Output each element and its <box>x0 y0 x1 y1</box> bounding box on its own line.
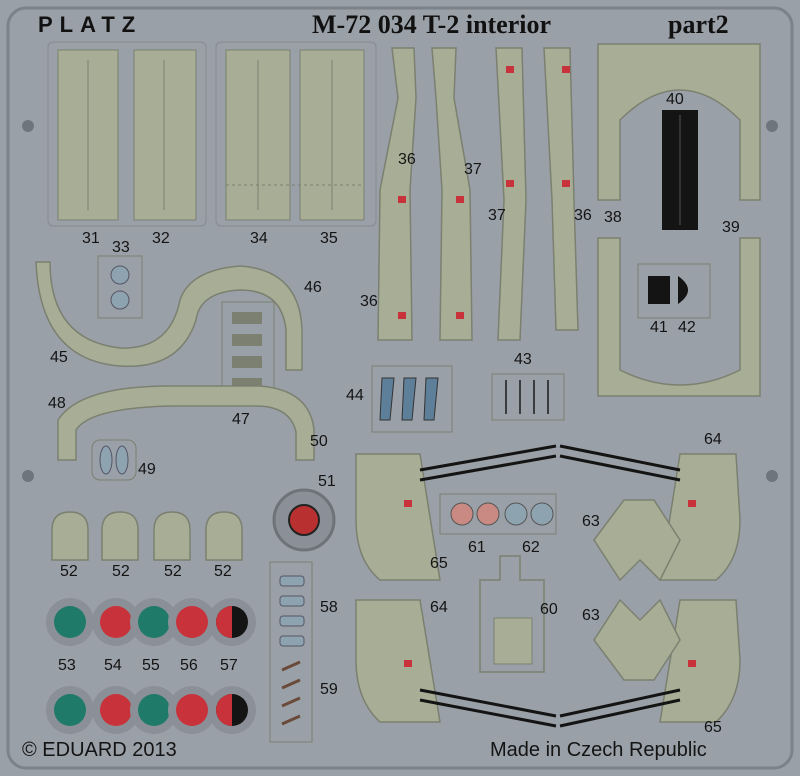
part-label: 42 <box>678 319 696 336</box>
part-label: 59 <box>320 681 338 698</box>
part-43 <box>491 373 565 421</box>
part-label: 50 <box>310 433 328 450</box>
seat-straps <box>419 444 681 728</box>
part-48-50 <box>57 385 315 461</box>
part-label: 63 <box>582 513 600 530</box>
part-31-32 <box>47 41 207 227</box>
part-label: 63 <box>582 607 600 624</box>
part-45-46 <box>35 261 303 371</box>
part-label: 51 <box>318 473 336 490</box>
part-label: 61 <box>468 539 486 556</box>
part-label: 46 <box>304 279 322 296</box>
part-label: 57 <box>220 657 238 674</box>
part-34-35 <box>215 41 377 227</box>
part-label: 64 <box>430 599 448 616</box>
part-label: 33 <box>112 239 130 256</box>
part-label: 52 <box>164 563 182 580</box>
part-label: 64 <box>704 431 722 448</box>
part-label: 65 <box>704 719 722 736</box>
part-label: 32 <box>152 230 170 247</box>
part-label: 47 <box>232 411 250 428</box>
part-41 <box>648 276 670 304</box>
part-label: 39 <box>722 219 740 236</box>
part-label: 49 <box>138 461 156 478</box>
part-36-37-consoles <box>377 47 579 341</box>
part-58-59 <box>269 561 313 743</box>
instrument-row-lower <box>46 686 256 734</box>
origin-text: Made in Czech Republic <box>490 739 707 761</box>
part-label: 52 <box>112 563 130 580</box>
seat-frames <box>355 453 741 723</box>
part-49 <box>91 439 137 481</box>
sheet-subtitle: part2 <box>668 10 729 39</box>
part-label: 65 <box>430 555 448 572</box>
part-label: 52 <box>214 563 232 580</box>
part-label: 62 <box>522 539 540 556</box>
part-label: 37 <box>488 207 506 224</box>
mount-hole <box>22 120 34 132</box>
fret-frame <box>6 6 794 770</box>
console-red-details <box>398 66 570 319</box>
part-63-upper <box>593 499 681 582</box>
part-42 <box>678 276 688 304</box>
part-label: 58 <box>320 599 338 616</box>
part-label: 48 <box>48 395 66 412</box>
mount-hole <box>766 470 778 482</box>
part-52-set <box>51 511 243 561</box>
part-label: 40 <box>666 91 684 108</box>
part-39 <box>597 237 761 397</box>
part-label: 54 <box>104 657 122 674</box>
copyright: © EDUARD 2013 <box>22 739 177 761</box>
part-label: 53 <box>58 657 76 674</box>
part-38 <box>597 43 761 201</box>
part-label: 35 <box>320 230 338 247</box>
part-label: 56 <box>180 657 198 674</box>
sheet-title: M-72 034 T-2 interior <box>312 10 552 39</box>
part-label: 36 <box>574 207 592 224</box>
part-label: 38 <box>604 209 622 226</box>
mount-hole <box>766 120 778 132</box>
part-label: 31 <box>82 230 100 247</box>
part-label: 44 <box>346 387 364 404</box>
part-label: 55 <box>142 657 160 674</box>
part-label: 36 <box>398 151 416 168</box>
part-label: 52 <box>60 563 78 580</box>
mount-hole <box>22 470 34 482</box>
part-label: 60 <box>540 601 558 618</box>
part-label: 45 <box>50 349 68 366</box>
part-label: 43 <box>514 351 532 368</box>
part-label: 36 <box>360 293 378 310</box>
part-63-lower <box>593 598 681 681</box>
part-label: 37 <box>464 161 482 178</box>
part-label: 34 <box>250 230 268 247</box>
instrument-row-upper <box>46 598 256 646</box>
part-label: 41 <box>650 319 668 336</box>
brand-logo: PLATZ <box>38 12 143 37</box>
